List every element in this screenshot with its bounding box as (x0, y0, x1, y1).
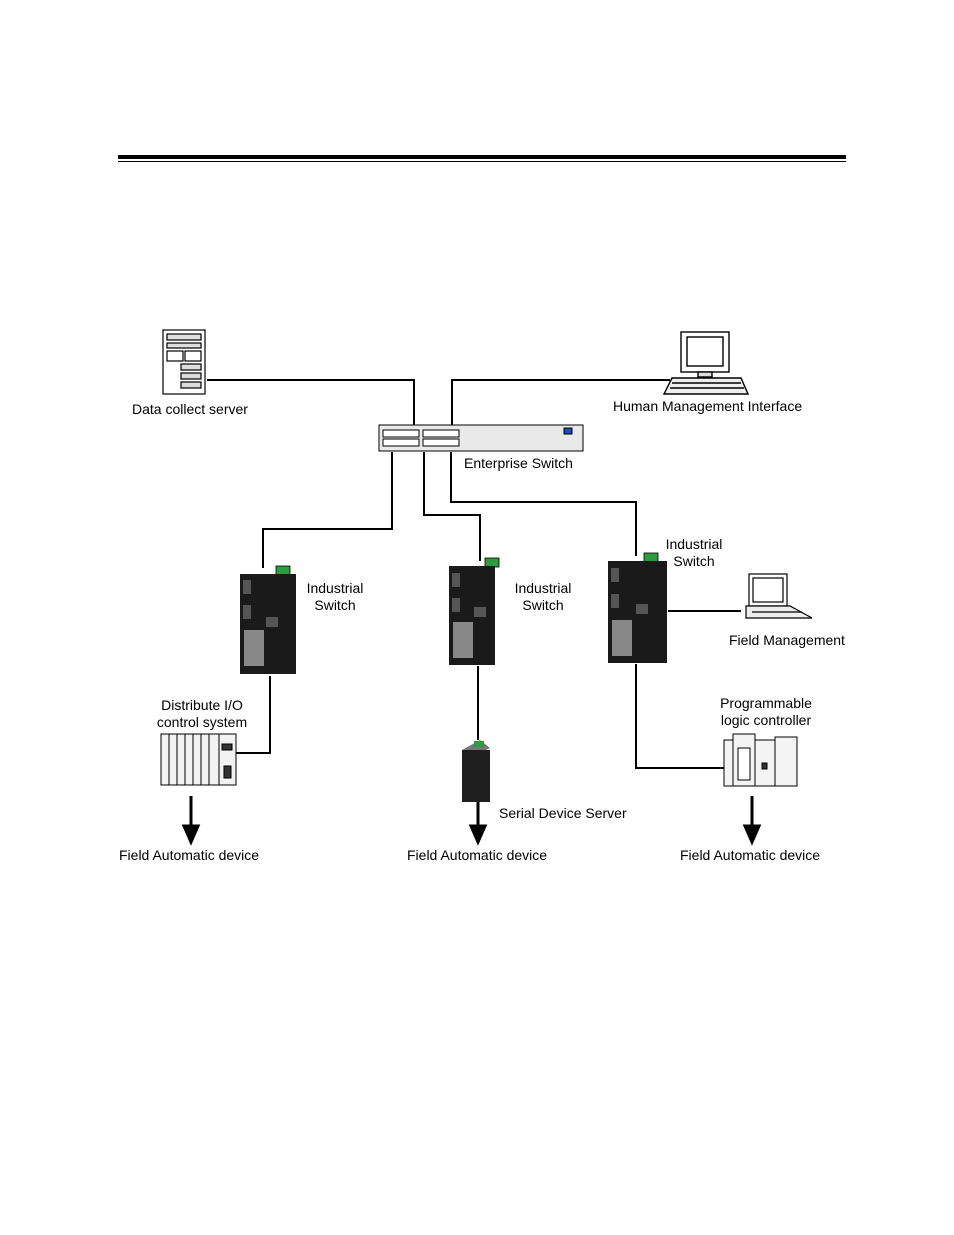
label-industrial-switch-right-line1: Industrial (665, 536, 723, 552)
label-enterprise-switch: Enterprise Switch (464, 455, 573, 471)
label-serial-device-server: Serial Device Server (499, 805, 627, 821)
label-plc: Programmable logic controller (708, 695, 824, 729)
label-industrial-switch-left-line1: Industrial (306, 580, 364, 596)
arrow-left-head (181, 824, 201, 846)
label-industrial-switch-mid: Industrial Switch (504, 580, 582, 614)
industrial-switch-mid-icon (449, 557, 500, 665)
label-industrial-switch-mid-line2: Switch (522, 597, 564, 613)
link-enterprise-to-mid-switch (423, 452, 481, 561)
computer-icon (662, 331, 750, 395)
arrow-right-head (742, 824, 762, 846)
label-distribute-io-line2: control system (156, 714, 248, 730)
label-industrial-switch-left-line2: Switch (314, 597, 356, 613)
label-plc-line1: Programmable (720, 695, 812, 711)
label-field-automatic-device-left: Field Automatic device (119, 847, 260, 863)
label-field-automatic-device-right: Field Automatic device (680, 847, 821, 863)
header-rule-thin (118, 161, 846, 162)
label-industrial-switch-left: Industrial Switch (296, 580, 374, 614)
industrial-switch-right-icon (608, 552, 667, 663)
server-icon (162, 329, 206, 395)
label-industrial-switch-right-line2: Switch (673, 553, 715, 569)
label-distribute-io-line1: Distribute I/O (161, 697, 243, 713)
label-distribute-io: Distribute I/O control system (146, 697, 258, 731)
link-enterprise-to-left-switch (262, 452, 393, 568)
header-rule (118, 155, 846, 159)
serial-device-server-icon (462, 740, 490, 802)
label-field-management: Field Management (729, 632, 845, 648)
field-arrows (181, 796, 762, 846)
link-enterprise-to-right-switch (450, 452, 637, 556)
enterprise-switch-icon (378, 424, 584, 452)
link-server-to-enterprise (207, 379, 415, 427)
label-field-automatic-device-mid: Field Automatic device (407, 847, 548, 863)
label-industrial-switch-right: Industrial Switch (655, 536, 733, 570)
connection-lines (207, 379, 741, 769)
link-hmi-to-enterprise (451, 379, 670, 427)
laptop-icon (745, 573, 813, 619)
label-industrial-switch-mid-line1: Industrial (514, 580, 572, 596)
link-left-switch-to-io (236, 676, 271, 754)
link-right-switch-to-plc (635, 664, 724, 769)
label-data-collect-server: Data collect server (132, 401, 248, 417)
label-human-management-interface: Human Management Interface (613, 398, 803, 414)
io-rack-icon (160, 733, 237, 786)
label-plc-line2: logic controller (720, 712, 812, 728)
plc-icon (723, 733, 798, 787)
arrow-mid-head (468, 824, 488, 846)
industrial-switch-left-icon (240, 565, 296, 674)
